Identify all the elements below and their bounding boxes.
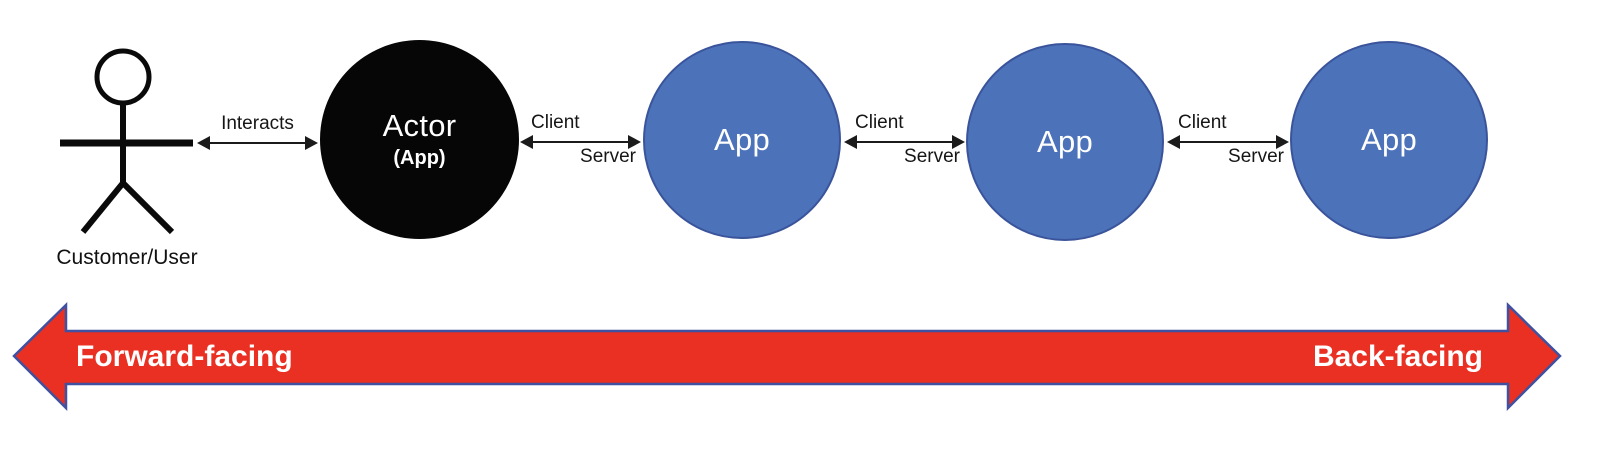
arrowhead-right-icon [1276, 135, 1289, 149]
arrowhead-left-icon [844, 135, 857, 149]
connector-client-server-3: Client Server [1167, 112, 1289, 167]
forward-facing-label: Forward-facing [76, 340, 293, 373]
arrowhead-right-icon [305, 136, 318, 150]
app-node-2: App [966, 43, 1164, 241]
client-label: Client [531, 112, 580, 133]
app-node-1: App [643, 41, 841, 239]
double-arrow-shape [12, 302, 1562, 412]
server-label: Server [904, 146, 960, 167]
actor-node-sublabel: (App) [393, 147, 446, 170]
flow-direction-arrow [12, 302, 1562, 412]
server-label: Server [1228, 146, 1284, 167]
customer-user-label: Customer/User [56, 246, 198, 269]
actor-node: Actor (App) [320, 40, 519, 239]
figure-right-leg [120, 180, 175, 235]
app-node-label: App [713, 122, 771, 158]
connector-line [529, 141, 632, 143]
arrowhead-right-icon [628, 135, 641, 149]
back-facing-label: Back-facing [1312, 340, 1483, 373]
connector-line [206, 142, 309, 144]
figure-head [94, 48, 152, 106]
customer-user-figure [60, 48, 193, 235]
connector-client-server-2: Client Server [844, 112, 965, 167]
connector-line [1176, 141, 1280, 143]
arrowhead-left-icon [197, 136, 210, 150]
connector-interacts: Interacts [197, 113, 318, 150]
app-node-label: App [1036, 124, 1094, 160]
arrowhead-left-icon [520, 135, 533, 149]
client-label: Client [855, 112, 904, 133]
connector-line [853, 141, 956, 143]
server-label: Server [580, 146, 636, 167]
client-label: Client [1178, 112, 1227, 133]
interacts-label: Interacts [221, 113, 294, 134]
arrowhead-left-icon [1167, 135, 1180, 149]
arrowhead-right-icon [952, 135, 965, 149]
figure-left-leg [80, 181, 126, 234]
app-node-label: App [1360, 122, 1418, 158]
connector-client-server-1: Client Server [520, 112, 641, 167]
app-node-3: App [1290, 41, 1488, 239]
actor-node-label: Actor [382, 107, 457, 143]
